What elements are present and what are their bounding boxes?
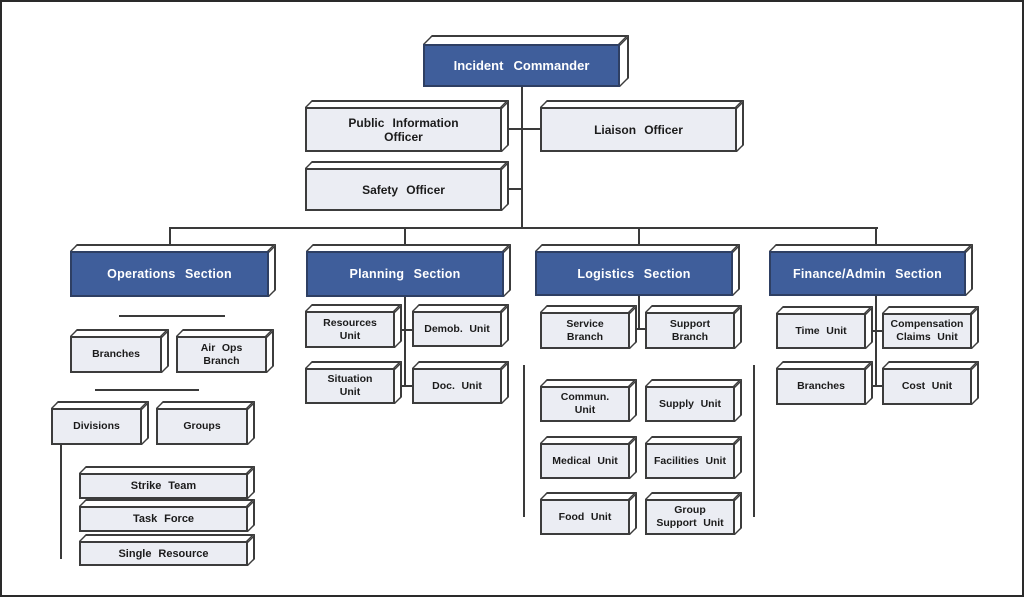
connector-main-horizontal [169,227,878,229]
logistics-units-right-bar [753,365,755,517]
node-label: Service Branch [566,317,604,343]
node-air-ops-branch: Air Ops Branch [176,336,267,373]
connector-drop-planning [404,227,406,253]
node-public-information-officer: Public Information Officer [305,107,502,152]
node-label: Demob. Unit [424,322,490,335]
node-label: Supply Unit [658,397,721,410]
operations-separator-2 [95,389,199,391]
node-divisions: Divisions [51,408,142,445]
node-commun-unit: Commun. Unit [540,386,630,422]
node-label: Compensation Claims Unit [890,318,964,343]
node-medical-unit: Medical Unit [540,443,630,479]
node-operations-section: Operations Section [70,251,269,297]
node-logistics-section: Logistics Section [535,251,733,296]
connector-finance-row2-stub [866,385,882,387]
connector-drop-operations [169,227,171,253]
node-label: Air Ops Branch [200,341,243,367]
node-strike-team: Strike Team [79,473,248,499]
node-demob-unit: Demob. Unit [412,311,502,347]
node-service-branch: Service Branch [540,312,630,349]
node-supply-unit: Supply Unit [645,386,735,422]
connector-planning-row1-stub [395,329,412,331]
node-planning-section: Planning Section [306,251,504,297]
operations-separator-1 [119,315,225,317]
node-operations-branches: Branches [70,336,162,373]
connector-logistics-row1-stub [630,328,645,330]
node-label: Medical Unit [552,454,618,467]
node-time-unit: Time Unit [776,313,866,349]
node-label: Groups [183,420,221,433]
connector-logistics-vertical [638,296,640,330]
node-support-branch: Support Branch [645,312,735,349]
node-label: Support Branch [669,317,711,343]
node-compensation-claims-unit: Compensation Claims Unit [882,313,972,349]
connector-planning-vertical [404,297,406,387]
node-label: Finance/Admin Section [792,266,943,281]
node-label: Commun. Unit [560,391,610,416]
connector-drop-finance [875,227,877,253]
node-resources-unit: Resources Unit [305,311,395,348]
operations-left-vertical [60,445,62,559]
connector-safety-stub [502,188,522,190]
connector-ic-vertical [521,87,523,228]
node-label: Branches [92,348,140,361]
node-label: Food Unit [558,510,612,523]
node-group-support-unit: Group Support Unit [645,499,735,535]
node-safety-officer: Safety Officer [305,168,502,211]
node-label: Situation Unit [327,373,373,398]
node-label: Planning Section [349,267,461,281]
connector-finance-vertical [875,296,877,387]
node-finance-branches: Branches [776,368,866,405]
node-label: Time Unit [795,324,847,337]
node-liaison-officer: Liaison Officer [540,107,737,152]
node-single-resource: Single Resource [79,541,248,566]
node-label: Group Support Unit [656,504,724,529]
node-label: Public Information Officer [348,115,459,144]
node-label: Operations Section [107,267,232,281]
node-label: Facilities Unit [654,454,726,467]
node-task-force: Task Force [79,506,248,532]
connector-officers-stub [502,128,540,130]
node-label: Task Force [132,513,195,525]
connector-finance-row1-stub [866,330,882,332]
node-label: Single Resource [118,547,209,560]
node-situation-unit: Situation Unit [305,368,395,404]
node-label: Logistics Section [577,266,691,281]
node-label: Liaison Officer [594,122,683,137]
node-label: Doc. Unit [432,379,482,392]
node-facilities-unit: Facilities Unit [645,443,735,479]
node-doc-unit: Doc. Unit [412,368,502,404]
node-label: Safety Officer [362,182,445,197]
node-label: Cost Unit [901,380,953,393]
node-label: Branches [797,380,845,393]
node-label: Incident Commander [453,58,590,73]
node-label: Divisions [73,420,120,433]
node-label: Strike Team [130,480,197,492]
node-cost-unit: Cost Unit [882,368,972,405]
node-finance-admin-section: Finance/Admin Section [769,251,966,296]
logistics-units-left-bar [523,365,525,517]
connector-drop-logistics [638,227,640,253]
node-groups: Groups [156,408,248,445]
node-food-unit: Food Unit [540,499,630,535]
node-label: Resources Unit [323,316,377,342]
node-incident-commander: Incident Commander [423,44,620,87]
connector-planning-row2-stub [395,385,412,387]
